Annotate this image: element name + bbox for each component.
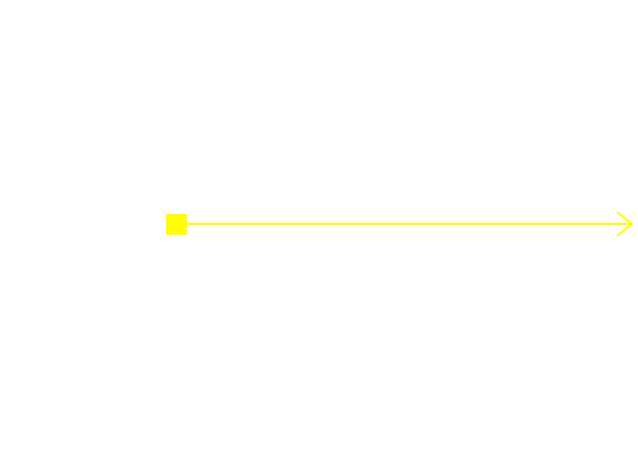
connector-start-square-marker[interactable] bbox=[166, 214, 187, 235]
connector-end-arrowhead-icon[interactable] bbox=[616, 211, 634, 237]
arrow-connector[interactable] bbox=[166, 211, 634, 237]
